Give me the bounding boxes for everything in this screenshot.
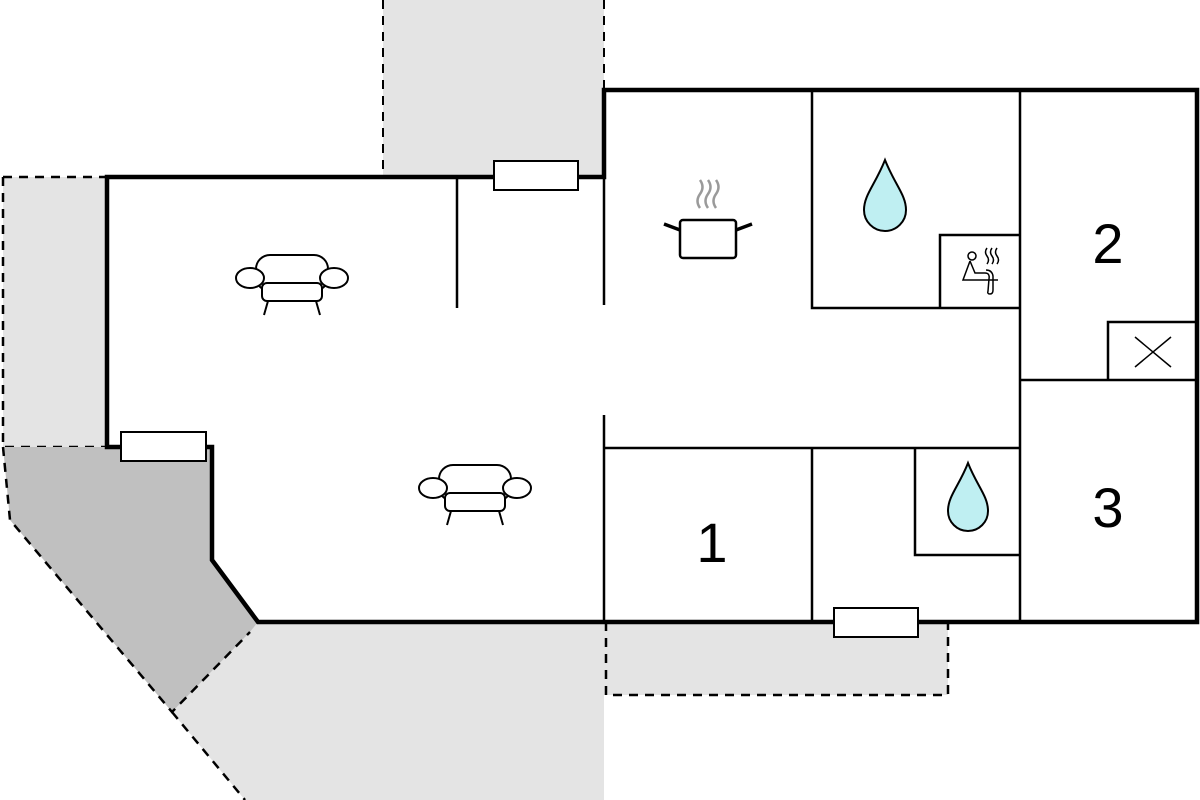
windows [120,160,919,638]
kitchen-pot-icon [663,179,753,260]
room-number-1: 1 [696,511,727,574]
terrace-left [1,175,107,449]
interior-walls [455,90,1197,622]
water-drop-icon [862,157,908,232]
sofa-icon [235,254,349,316]
terrace-top [382,0,605,177]
cross-icon [1134,336,1172,368]
window [493,160,579,191]
room-number-2: 2 [1092,212,1123,275]
room-number-3: 3 [1092,476,1123,539]
sofa-icon [418,464,532,526]
window [833,607,919,638]
covered-terrace [1,446,258,714]
house-floor [107,90,1197,622]
sauna-icon [961,247,1000,295]
window [120,431,207,462]
terrace-bottom [171,622,950,800]
water-drop-icon [946,460,990,532]
